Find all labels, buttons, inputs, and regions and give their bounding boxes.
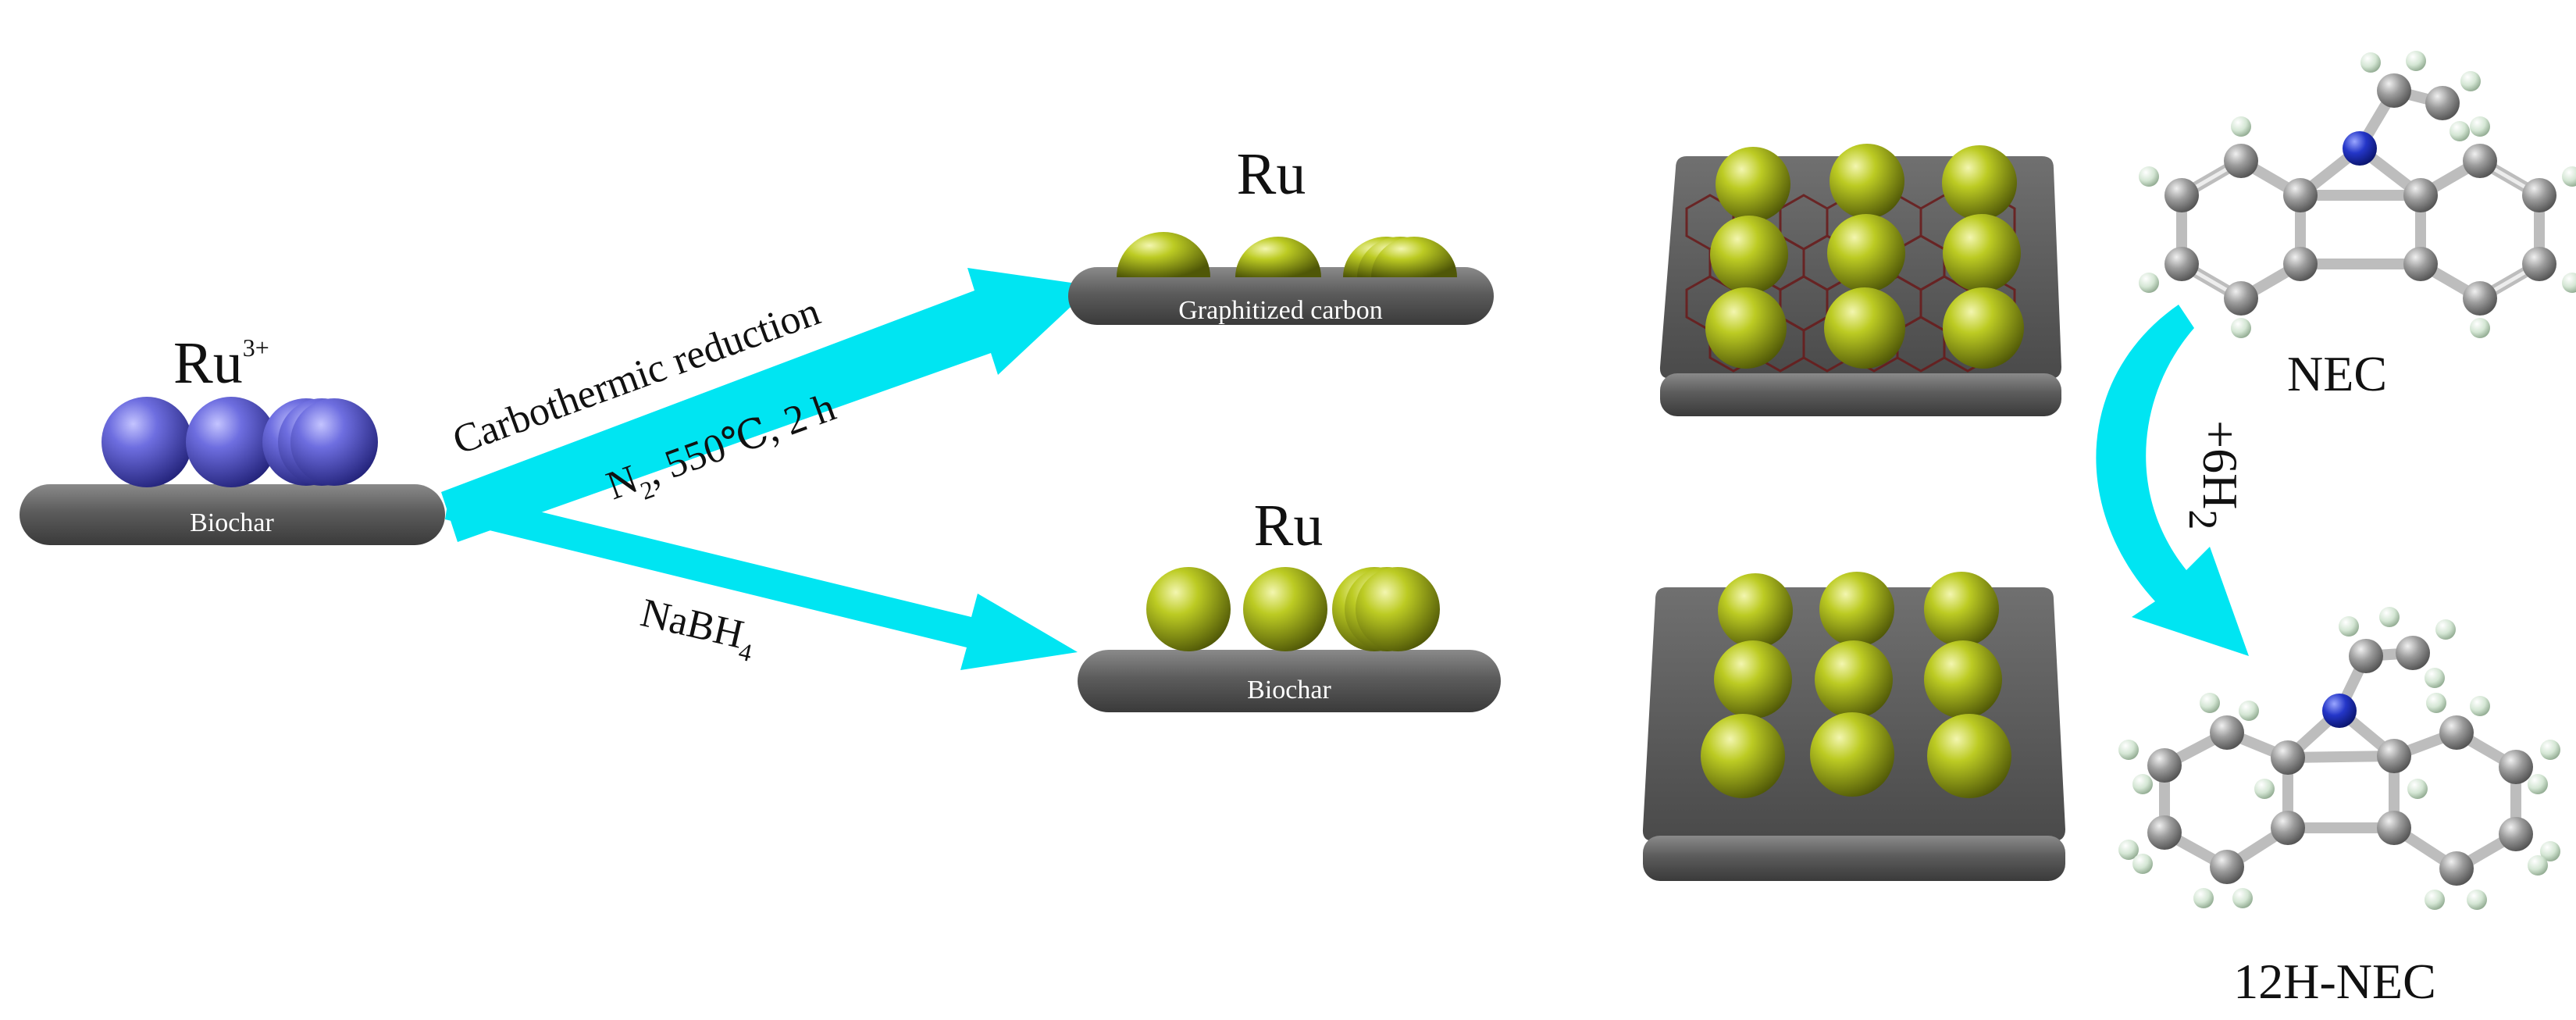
ru-sphere	[1830, 144, 1904, 219]
route-bottom-labels: NaBH4	[635, 590, 760, 667]
ru-sphere	[1146, 567, 1231, 651]
catalyst-plate-graphitized	[1659, 144, 2061, 416]
ru-sphere	[1924, 572, 1999, 647]
12h-nec-molecule	[2118, 607, 2560, 910]
ru-sphere	[1710, 216, 1788, 294]
ru-sphere	[1927, 714, 2011, 798]
arrow-carbothermic	[441, 268, 1093, 542]
arrow-hydrogenation	[2096, 305, 2249, 656]
ru-sphere	[1819, 572, 1894, 647]
ru-sphere	[1714, 640, 1792, 719]
ru3-sphere	[186, 397, 276, 487]
nec-label: NEC	[2287, 346, 2387, 401]
ru-label-top: Ru	[1237, 141, 1306, 207]
ru-sphere	[1716, 147, 1790, 222]
ru-sphere	[1243, 567, 1327, 651]
h2-label: +6H2	[2180, 420, 2248, 530]
nec-molecule	[2139, 51, 2576, 338]
ru-sphere	[1815, 640, 1893, 719]
ru3-label: Ru3+	[173, 330, 269, 396]
ru-sphere	[1701, 714, 1785, 798]
left-precursor: Biochar Ru3+	[20, 330, 445, 545]
ru-particle	[1235, 237, 1321, 277]
ru-label-bottom: Ru	[1254, 493, 1324, 558]
12h-nec-label: 12H-NEC	[2233, 954, 2436, 1009]
support-label-left: Biochar	[190, 508, 274, 537]
ru-sphere	[1924, 640, 2002, 719]
support-label-top: Graphitized carbon	[1178, 296, 1383, 325]
biochar-support-bottom	[1078, 650, 1501, 712]
ru-sphere	[1943, 214, 2021, 292]
ru-particle	[1117, 232, 1210, 277]
ru-sphere	[1824, 287, 1905, 369]
ru3-sphere	[290, 398, 378, 486]
ru-sphere	[1705, 287, 1787, 369]
ru-sphere	[1942, 145, 2017, 220]
catalyst-plate-biochar	[1642, 572, 2065, 881]
support-label-bottom: Biochar	[1247, 676, 1331, 704]
ru-sphere	[1827, 214, 1905, 292]
plate-edge	[1643, 836, 2065, 881]
ru-sphere	[1810, 712, 1894, 797]
arrow-nabh4	[445, 490, 1078, 670]
top-product: Graphitized carbon Ru	[1068, 141, 1494, 325]
ru-particle	[1371, 237, 1457, 277]
ru3-sphere	[102, 397, 192, 487]
plate-edge	[1660, 373, 2061, 416]
graphitized-carbon-support	[1068, 267, 1494, 325]
ru-sphere	[1718, 573, 1793, 648]
bottom-product: Biochar Ru	[1078, 493, 1501, 712]
route-bottom-label: NaBH4	[635, 590, 760, 667]
ru-sphere	[1943, 287, 2024, 369]
ru-sphere	[1356, 567, 1440, 651]
biochar-support-left	[20, 484, 445, 545]
